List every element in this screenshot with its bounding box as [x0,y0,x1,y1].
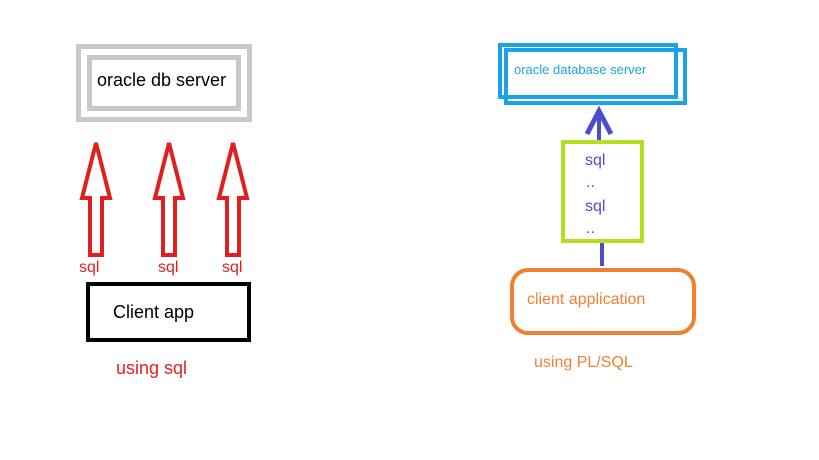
red-arrow-1 [79,142,113,257]
client-application-label: client application [527,291,646,308]
sql-block-line-4: .. [586,220,595,237]
arrow-label-3: sql [222,259,243,276]
oracle-db-server-label: oracle db server [97,70,227,90]
sql-block-box [561,140,644,243]
oracle-database-server-box-offset [504,48,687,105]
oracle-db-server-box [76,44,252,122]
sql-block-line-2: .. [586,174,595,191]
red-arrow-3 [216,142,250,257]
oracle-database-server-box [498,43,678,99]
using-sql-caption: using sql [116,358,188,378]
arrow-label-2: sql [158,259,179,276]
arrow-label-1: sql [79,259,100,276]
client-app-box [86,282,251,342]
sql-block-line-3: sql [585,198,606,215]
client-app-label: Client app [113,302,195,322]
red-arrow-2 [152,142,186,257]
oracle-db-server-inner-border [87,55,241,111]
client-application-box [510,268,696,335]
sql-block-line-1: sql [585,152,606,169]
oracle-database-server-label: oracle database server [514,62,647,77]
using-plsql-caption: using PL/SQL [534,354,633,371]
blue-arrowhead [584,105,614,136]
